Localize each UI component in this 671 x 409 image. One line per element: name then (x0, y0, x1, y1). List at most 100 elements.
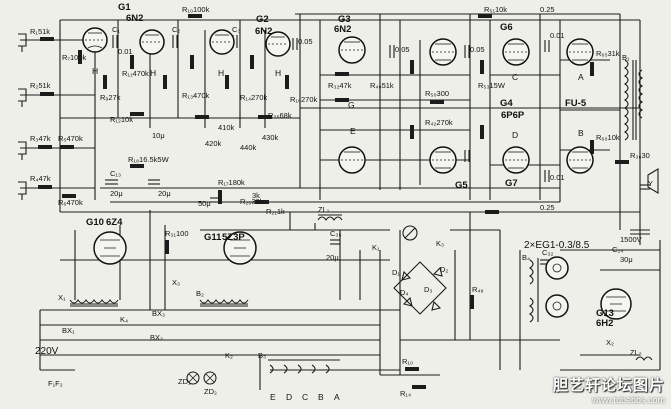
svg-text:C: C (302, 392, 308, 402)
tube-g12 (545, 256, 569, 280)
label-r430: 430k (262, 133, 279, 142)
label-d3: D₃ (424, 285, 432, 294)
label-r49: R₄₉ (472, 285, 483, 294)
label-d4: D₄ (400, 288, 408, 297)
tube-g6b (502, 146, 530, 174)
tube-g11 (223, 231, 257, 265)
label-bx1: BX₁ (62, 326, 75, 335)
label-f1f2: F₁F₂ (48, 379, 63, 388)
tube-label-g7: G7 (505, 178, 518, 189)
tubes (82, 27, 632, 320)
label-c01c: 0.01 (550, 173, 565, 182)
label-r270a: R₁₄270k (240, 93, 268, 102)
label-b2: B₂ (196, 289, 204, 298)
label-c20u-a: 20μ (110, 189, 123, 198)
label-r10k: R₁₂10k (110, 115, 133, 124)
terminal-letters: E D C B A (270, 392, 340, 402)
label-r410: 410k (218, 123, 235, 132)
label-c30u: 30μ (620, 255, 633, 264)
label-c025b: 0.25 (540, 203, 555, 212)
svg-text:A: A (334, 392, 340, 402)
label-r3k: 3k (252, 191, 260, 200)
label-c50u: 50μ (198, 199, 211, 208)
tube-g3 (338, 36, 366, 64)
label-r9: R₉27k (100, 93, 121, 102)
tube-g2 (209, 29, 235, 55)
tube-type-g1: 6N2 (126, 13, 143, 24)
tube-type-g11: 5Z3P (222, 232, 245, 243)
label-x2: X₂ (606, 338, 614, 347)
bridge-rectifier (393, 225, 447, 315)
tube-g3b (338, 146, 366, 174)
label-c01a: 0.01 (118, 47, 133, 56)
tube-g5 (429, 146, 457, 174)
input-jacks (18, 33, 659, 200)
marker-g: G (348, 100, 355, 110)
tube-label-g11: G11 (204, 232, 222, 243)
label-d1: D₁ (392, 268, 400, 277)
label-zd2: ZD₂ (204, 387, 217, 396)
tube-g10 (93, 231, 127, 265)
tube-g13 (600, 288, 632, 320)
marker-h2: H (150, 68, 156, 78)
resistors (38, 14, 629, 389)
label-r31k: R₆₅31k (596, 49, 620, 58)
label-d2: D₂ (440, 265, 448, 274)
label-c3: C₃ (232, 25, 240, 34)
label-r6: R₆470k (58, 198, 83, 207)
tube-label-g2: G2 (256, 14, 269, 25)
label-r3: R₃47k (30, 134, 51, 143)
label-r180: R₁₇180k (218, 178, 245, 187)
label-c025a: 0.25 (540, 5, 555, 14)
marker-h1: H (92, 66, 98, 76)
tube-type-g3: 6N2 (334, 24, 351, 35)
label-r420: 420k (205, 139, 222, 148)
label-r440: 440k (240, 143, 257, 152)
marker-b: B (578, 128, 584, 138)
svg-text:D: D (286, 392, 292, 402)
label-c005b: 0.05 (395, 45, 410, 54)
tube-label-g13: G13 (596, 308, 614, 319)
stabilizer-label: 2×EG1-0.3/8.5 (524, 240, 590, 251)
label-rb30: R₃₆30 (630, 151, 650, 160)
tube-g12b (545, 294, 569, 318)
label-c10u: 10μ (152, 131, 165, 140)
tube-g2b (265, 31, 291, 57)
tube-label-g5: G5 (455, 180, 468, 191)
label-r470b: R₁₃470k (182, 91, 210, 100)
tube-label-g1: G1 (118, 2, 131, 13)
label-c20u-c: 20μ (326, 253, 339, 262)
marker-c: C (512, 72, 518, 82)
label-r14: R₁₄ (400, 389, 411, 398)
label-x3: X₃ (172, 278, 180, 287)
watermark-title: 胆艺轩论坛图片 (552, 376, 665, 394)
label-r1: R₁51k (30, 27, 50, 36)
label-zl2: ZL₂ (630, 348, 642, 357)
marker-h3: H (218, 68, 224, 78)
tube-type-g13: 6H2 (596, 318, 613, 329)
tube-label-g3: G3 (338, 14, 351, 25)
watermark: 胆艺轩论坛图片 www.tubebbs.com (553, 374, 665, 405)
svg-text:E: E (270, 392, 276, 402)
label-c20u-b: 20μ (158, 189, 171, 198)
tube-type-g6: FU-5 (565, 98, 587, 109)
watermark-url: www.tubebbs.com (591, 395, 665, 405)
label-c13: C₁₃ (110, 169, 121, 178)
wiring (20, 13, 661, 390)
tube-g7b (566, 146, 594, 174)
tube-g1b (139, 29, 165, 55)
label-r10kc: R₆₀10k (596, 133, 620, 142)
label-r270c: R₄₂270k (425, 118, 453, 127)
capacitors (105, 35, 650, 265)
label-r300: R₅₀300 (425, 89, 449, 98)
label-b3: B₃ (258, 351, 266, 360)
label-c01b: 0.01 (550, 31, 565, 40)
label-r68: R₃₅68k (268, 111, 292, 120)
label-zd1: ZD₁ (178, 377, 191, 386)
label-r100k: R₁₀100k (182, 5, 210, 14)
tube-g6a (502, 38, 530, 66)
svg-text:B: B (318, 392, 324, 402)
label-r51b: R₄₀51k (370, 81, 394, 90)
tube-g7a (566, 38, 594, 66)
